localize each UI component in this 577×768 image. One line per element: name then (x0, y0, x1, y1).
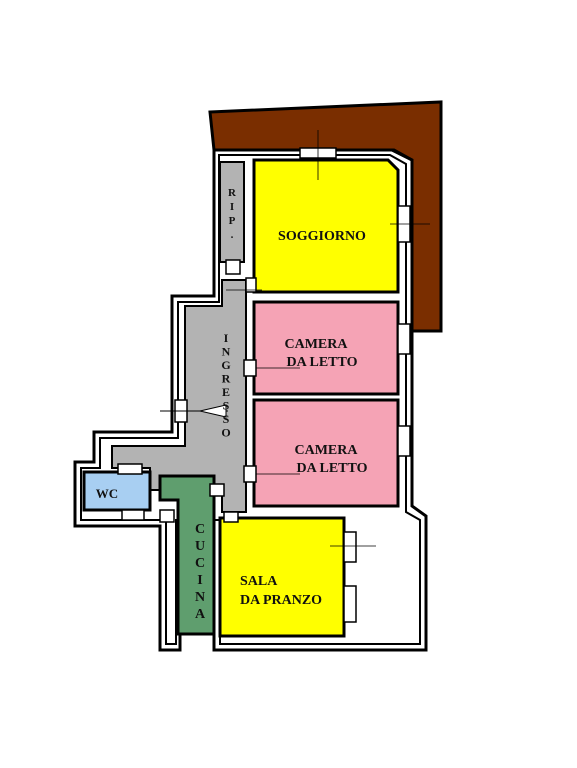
entrance-arrow (160, 404, 228, 418)
label-sala-line2: DA PRANZO (240, 593, 322, 608)
room-rip (219, 161, 245, 263)
room-ingresso (111, 279, 247, 513)
window-camera-1-right (397, 323, 411, 355)
room-wc (82, 470, 152, 512)
window-camera-2-right (397, 425, 411, 457)
label-camera-1-line1: CAMERA (285, 337, 349, 352)
door-sala (223, 511, 239, 523)
window-sala-right-2 (343, 585, 357, 623)
label-sala-line1: SALA (240, 574, 278, 589)
label-soggiorno: SOGGIORNO (278, 229, 366, 244)
door-camera-2 (243, 465, 257, 483)
door-wc-top (117, 463, 143, 475)
window-sala-right-1 (343, 531, 357, 563)
door-cucina-bottom (159, 509, 175, 523)
room-cucina (158, 474, 216, 636)
label-camera-1-line2: DA LETTO (287, 355, 358, 370)
room-sala-da-pranzo (218, 516, 346, 638)
axis-marks (226, 130, 430, 547)
door-cucina (209, 483, 225, 497)
door-wc (121, 509, 145, 521)
door-camera-1 (243, 359, 257, 377)
door-rip (225, 259, 241, 275)
room-camera-2 (252, 398, 400, 508)
label-wc: WC (96, 486, 118, 501)
rooms (82, 158, 400, 638)
entrance-arrow-head (199, 404, 227, 418)
label-camera-2-line2: DA LETTO (297, 461, 368, 476)
door-soggiorno (245, 277, 257, 293)
room-soggiorno (252, 158, 400, 294)
label-camera-2-line1: CAMERA (295, 443, 359, 458)
labels: SOGGIORNO CAMERA DA LETTO CAMERA DA LETT… (96, 229, 368, 608)
